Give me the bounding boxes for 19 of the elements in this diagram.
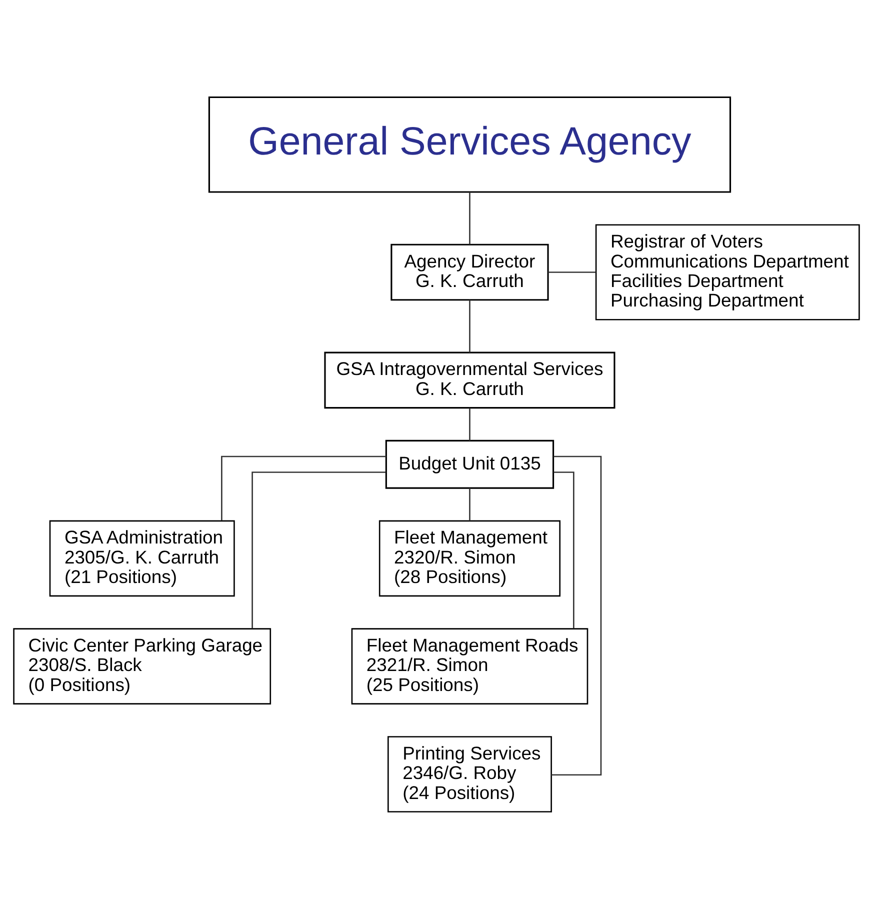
node-box: Fleet Management 2320/R. Simon (28 Positions) [378, 520, 561, 597]
node-box: General Services Agency [208, 96, 732, 193]
node-box: Agency Director G. K. Carruth [390, 244, 549, 301]
node-box: GSA Administration 2305/G. K. Carruth (21 Positions) [49, 520, 235, 597]
connector [469, 408, 470, 441]
connector [469, 300, 470, 352]
connector [221, 456, 386, 520]
connector [551, 456, 602, 776]
node-box: Civic Center Parking Garage 2308/S. Black (0 Positions) [13, 628, 272, 704]
node-box: Registrar of Voters Communications Department Facilities Department Purchasing Department [595, 224, 860, 320]
connector [252, 472, 386, 628]
node-box: Printing Services 2346/G. Roby (24 Positions) [387, 736, 552, 812]
connector [469, 192, 470, 244]
connector [554, 472, 574, 628]
node-box: GSA Intragovernmental Services G. K. Carruth [324, 352, 616, 409]
node-box: Fleet Management Roads 2321/R. Simon (25 Positions) [351, 628, 588, 704]
connector [469, 488, 470, 521]
node-box: Budget Unit 0135 [385, 440, 554, 489]
connector [548, 272, 596, 273]
